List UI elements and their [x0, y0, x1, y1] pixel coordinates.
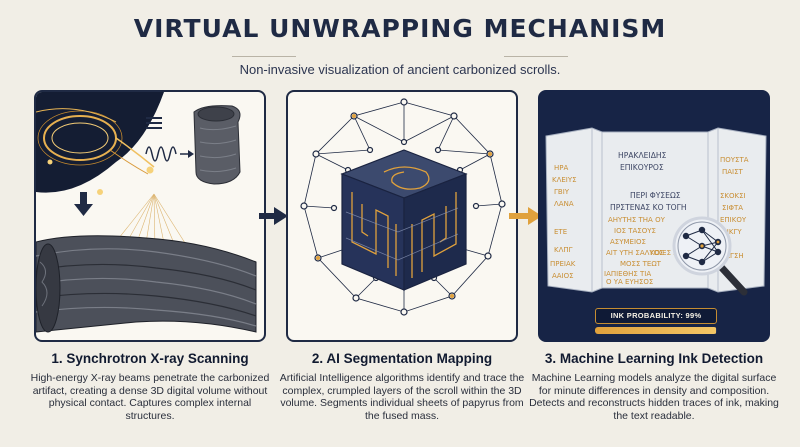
left-col-text: ΓΒΙΥ	[554, 188, 570, 196]
left-col-text: ΛΑΝΑ	[554, 200, 574, 208]
ink-probability-bar	[595, 327, 717, 334]
step-2-title: 2. AI Segmentation Mapping	[311, 351, 493, 366]
beam-lines-icon	[146, 117, 162, 129]
papyrus-faint-1: ΑΗΥΤΗΣ ΤΗΑ ΟΥ	[608, 216, 666, 224]
right-col-text: ΛΙΚΓΥ	[722, 228, 742, 236]
xray-ring-icon	[36, 108, 155, 195]
right-col-text: ΣΚΟΚΣΙ	[720, 192, 746, 200]
ink-probability-fill	[595, 327, 716, 334]
papyrus-faint-3: ΑΣΥΜΕΙΟΣ	[610, 238, 646, 246]
panel-ai-segmentation	[286, 90, 518, 342]
left-col-text: ΑΑΙΟΣ	[552, 272, 574, 280]
step-2-description: Artificial Intelligence algorithms ident…	[279, 372, 525, 422]
title-rule-right	[504, 56, 568, 57]
papyrus-line-3: ΠΕΡΙ ΦΥΣΕΩΣ	[630, 191, 681, 200]
page-subtitle: Non-invasive visualization of ancient ca…	[239, 62, 561, 77]
title-rule-left	[232, 56, 296, 57]
step-1-description: High-energy X-ray beams penetrate the ca…	[30, 372, 270, 422]
wave-icon	[145, 146, 177, 162]
ink-probability-label: INK PROBABILITY: 99%	[595, 308, 717, 324]
right-col-text: ΣΙΦΤΑ	[722, 204, 743, 212]
right-col-text: ΠΑΙΣΤ	[722, 168, 744, 176]
left-col-text: ΗΡΑ	[554, 164, 568, 172]
panel-ink-detection: ΗΡΑΚΛΕΙΔΗΣ ΕΠΙΚΟΥΡΟΣ ΠΕΡΙ ΦΥΣΕΩΣ ΠΡΣΤΕΝΑ…	[538, 90, 770, 342]
scroll-fragment-icon	[193, 105, 241, 185]
segmentation-illustration	[300, 98, 506, 316]
papyrus-line-1: ΗΡΑΚΛΕΙΔΗΣ	[618, 151, 667, 160]
right-col-text: ΕΠΙΚΟΥ	[720, 216, 747, 224]
volume-cube	[340, 149, 468, 291]
left-col-text: ΕΤΕ	[554, 228, 567, 236]
ink-detection-illustration: ΗΡΑΚΛΕΙΔΗΣ ΕΠΙΚΟΥΡΟΣ ΠΕΡΙ ΦΥΣΕΩΣ ΠΡΣΤΕΝΑ…	[545, 127, 767, 296]
papyrus-faint-7: Ο ΥΑ ΕΥΗΣΟΣ	[606, 278, 653, 286]
down-arrow-icon	[74, 192, 93, 216]
papyrus-faint-2: ΙΟΣ ΤΑΣΟΥΣ	[614, 227, 656, 235]
xray-scanning-illustration	[36, 92, 257, 333]
step-3-description: Machine Learning models analyze the digi…	[529, 372, 779, 422]
papyrus-faint-6: ΙΑΠΙΕΘΗΣ ΤΙΑ	[604, 270, 651, 278]
right-arrow-icon	[259, 207, 288, 225]
page-title: VIRTUAL UNWRAPPING MECHANISM	[133, 14, 667, 43]
left-col-text: ΠΡΕΙΑΚ	[550, 260, 576, 268]
panel-xray-scanning	[34, 90, 266, 342]
papyrus-line-2: ΕΠΙΚΟΥΡΟΣ	[620, 163, 664, 172]
left-col-text: ΚΛΕΙΥΣ	[552, 176, 577, 184]
papyrus-line-4: ΠΡΣΤΕΝΑΣ ΚΟ ΤΟΓΗ	[610, 203, 687, 212]
step-1-title: 1. Synchrotron X-ray Scanning	[51, 351, 249, 366]
step-3-title: 3. Machine Learning Ink Detection	[544, 351, 764, 366]
papyrus-faint-4: ΑΙΤ ΥΤΗ ΣΑΛΥΟΣ	[606, 249, 664, 257]
right-col-text: ΠΑΓΣΗ	[720, 252, 744, 260]
left-col-text: ΚΛΠΓ	[554, 246, 573, 254]
carbonized-scroll-illustration	[36, 235, 257, 333]
papyrus-faint-5: ΜΟΣΣ ΤΕΩΤ	[620, 260, 662, 268]
right-arrow-icon	[509, 207, 542, 225]
right-col-text: ΠΟΥΣΤΑ	[720, 156, 749, 164]
